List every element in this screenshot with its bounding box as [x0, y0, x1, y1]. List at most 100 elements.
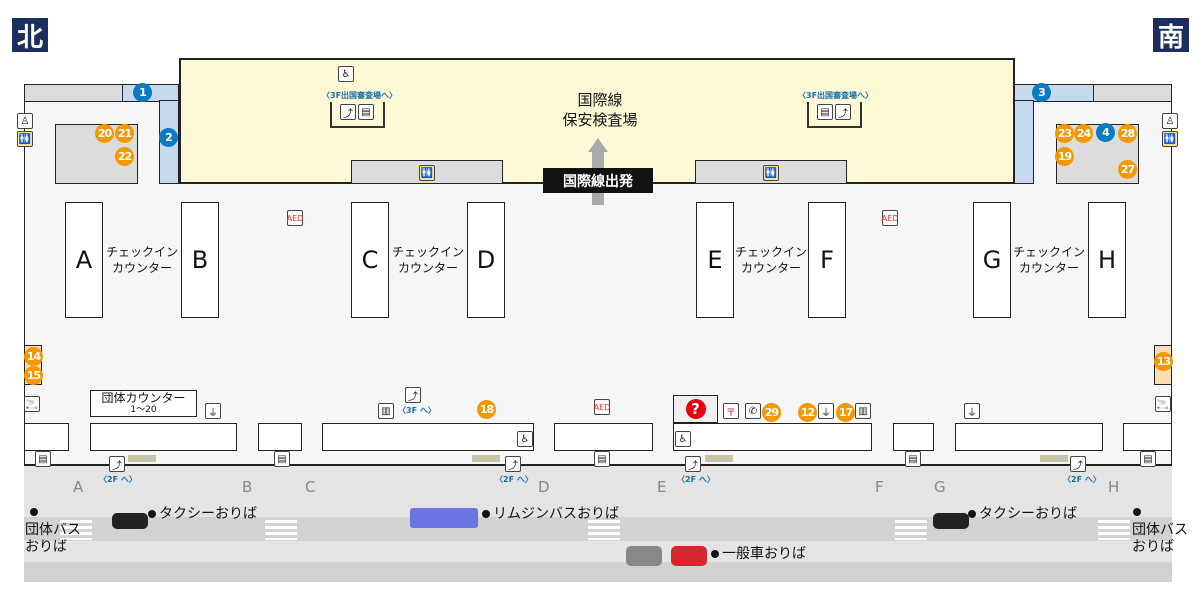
shop-badge[interactable]: 21	[115, 124, 134, 143]
south-wall-block	[1092, 84, 1172, 102]
aed-icon: AED	[882, 210, 898, 226]
shop-badge[interactable]: 12	[798, 403, 817, 422]
car-stop-label: 一般車おりば	[711, 543, 806, 563]
checkin-text: チェックイン	[1012, 245, 1085, 259]
to-3f-north: 〈3F出国審査場へ〉	[322, 91, 398, 100]
checkin-text: チェックイン	[734, 245, 807, 259]
escalator-icon: ⤴	[405, 387, 421, 403]
gate-g: G	[934, 478, 946, 496]
group-bus-text: 団体バス	[25, 522, 81, 538]
car-text: 一般車おりば	[722, 546, 806, 562]
crosswalk	[1098, 520, 1130, 540]
car-icon	[626, 546, 662, 566]
aed-icon: AED	[594, 399, 610, 415]
shop-badge[interactable]: 27	[1118, 160, 1137, 179]
group-bus-stop-north: 団体バスおりば	[25, 522, 81, 556]
shop-badge[interactable]: 14	[24, 347, 43, 366]
group-counter-title: 団体カウンター	[101, 391, 186, 405]
taxi-icon	[933, 513, 969, 529]
elevator-icon: ▤	[358, 104, 374, 120]
escalator-icon: ⤴	[505, 456, 521, 472]
facility-badge[interactable]: 4	[1096, 123, 1115, 142]
elevator-icon: ▤	[817, 104, 833, 120]
checkin-label-ef: チェックインカウンター	[733, 244, 809, 276]
bottom-counter	[258, 423, 302, 451]
escalator-icon: ⤴	[685, 456, 701, 472]
checkin-label-gh: チェックインカウンター	[1011, 244, 1087, 276]
gate-a: A	[73, 478, 84, 496]
counter-f[interactable]: F	[808, 202, 846, 318]
shop-badge[interactable]: 13	[1154, 352, 1173, 371]
information-icon: ?	[685, 399, 706, 419]
gate-b: B	[242, 478, 253, 496]
crosswalk	[60, 520, 92, 540]
bottom-counter	[673, 423, 872, 451]
accessible-elevator-icon: ♿	[517, 431, 533, 447]
escalator-bracket-south	[807, 102, 862, 128]
to-2f-label: 〈2F へ〉	[495, 475, 533, 484]
counter-text: カウンター	[397, 261, 458, 275]
taxi-text: タクシーおりば	[979, 506, 1077, 522]
shop-badge[interactable]: 28	[1118, 124, 1137, 143]
taxi-text: タクシーおりば	[159, 506, 257, 522]
group-bus-stop-south: 団体バスおりば	[1132, 522, 1188, 556]
accessible-elevator-icon: ♿	[675, 431, 691, 447]
facility-badge[interactable]: 2	[159, 128, 178, 147]
shop-badge[interactable]: 15	[24, 366, 43, 385]
security-title-line1: 国際線	[577, 91, 623, 109]
shop-badge[interactable]: 29	[762, 403, 781, 422]
counter-e[interactable]: E	[696, 202, 734, 318]
power-outlet-icon: ⏚	[818, 403, 834, 419]
counter-c[interactable]: C	[351, 202, 389, 318]
group-counter-range: 1～20	[130, 405, 157, 415]
north-wall-block	[24, 84, 124, 102]
counter-h[interactable]: H	[1088, 202, 1126, 318]
power-outlet-icon: ⏚	[205, 403, 221, 419]
limousine-text: リムジンバスおりば	[493, 506, 619, 522]
baby-room-icon: ♙	[17, 113, 33, 129]
taxi-stop-label-north: タクシーおりば	[148, 503, 257, 523]
shop-badge[interactable]: 23	[1055, 124, 1074, 143]
security-title: 国際線 保安検査場	[520, 90, 680, 130]
shop-badge[interactable]: 24	[1074, 124, 1093, 143]
bottom-counter	[1123, 423, 1172, 451]
escalator-icon: ⤴	[109, 456, 125, 472]
counter-g[interactable]: G	[973, 202, 1011, 318]
shop-badge[interactable]: 19	[1055, 147, 1074, 166]
shop-badge[interactable]: 17	[836, 403, 855, 422]
shop-badge[interactable]: 20	[95, 124, 114, 143]
group-bus-text2: おりば	[25, 539, 67, 555]
wheelchair-icon: ♿	[338, 66, 354, 82]
restroom-icon: 🚻	[1162, 131, 1178, 147]
security-title-line2: 保安検査場	[562, 111, 638, 129]
bottom-counter	[554, 423, 653, 451]
limousine-stop-label: リムジンバスおりば	[482, 503, 619, 523]
information-desk[interactable]: ?	[673, 395, 718, 423]
group-bus-text: 団体バス	[1132, 522, 1188, 538]
crosswalk	[895, 520, 927, 540]
facility-badge[interactable]: 1	[133, 83, 152, 102]
shop-badge[interactable]: 18	[477, 400, 496, 419]
baby-room-icon: ♙	[1162, 113, 1178, 129]
group-counter[interactable]: 団体カウンター 1～20	[90, 390, 197, 417]
shop-badge[interactable]: 22	[115, 147, 134, 166]
car-icon	[671, 546, 707, 566]
elevator-icon: ▤	[35, 451, 51, 467]
counter-b[interactable]: B	[181, 202, 219, 318]
to-2f-label: 〈2F へ〉	[677, 475, 715, 484]
escalator-opening	[705, 455, 733, 462]
counter-d[interactable]: D	[467, 202, 505, 318]
general-car-lane	[24, 562, 1172, 582]
restroom-icon: 🚻	[419, 165, 435, 181]
restroom-icon: 🚻	[17, 131, 33, 147]
group-bus-dot	[1133, 508, 1141, 516]
elevator-icon: ▤	[905, 451, 921, 467]
escalator-icon: ⤴	[1070, 456, 1086, 472]
bottom-counter	[24, 423, 69, 451]
bottom-counter	[90, 423, 237, 451]
facility-badge[interactable]: 3	[1032, 83, 1051, 102]
escalator-icon: ⤴	[340, 104, 356, 120]
gate-e: E	[657, 478, 667, 496]
counter-a[interactable]: A	[65, 202, 103, 318]
escalator-bracket-north	[330, 102, 385, 128]
